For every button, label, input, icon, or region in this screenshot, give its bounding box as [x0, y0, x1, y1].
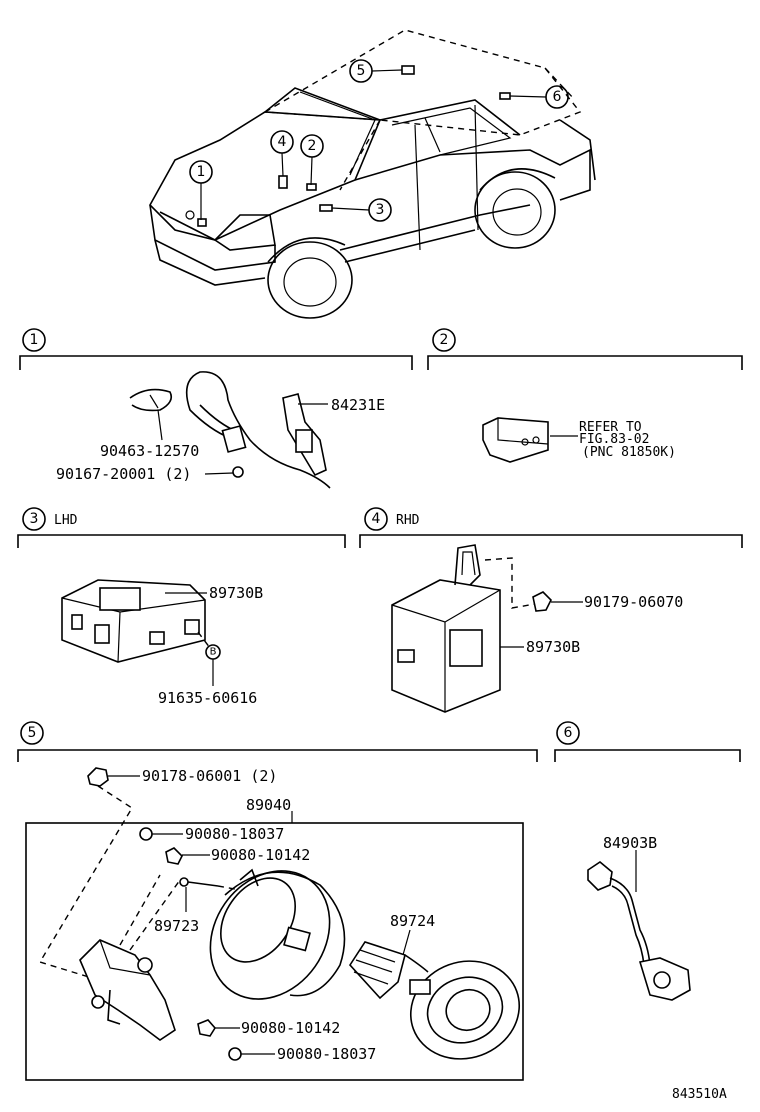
svg-text:3: 3 — [30, 511, 39, 527]
bolt-90080-18037-b — [228, 1047, 275, 1061]
part-90080-10142-b: 90080-10142 — [241, 1019, 340, 1037]
screw-89723 — [179, 877, 241, 912]
part-90179-06070: 90179-06070 — [584, 593, 683, 611]
callout-1: 1 — [189, 160, 213, 220]
part-91635-60616: 91635-60616 — [158, 689, 257, 707]
bolt-90080-18037-a — [139, 827, 183, 841]
part-84231E: 84231E — [331, 396, 385, 414]
ambient-sensor-harness — [185, 371, 331, 489]
refer-line-2: FIG.83-02 — [579, 432, 649, 447]
control-unit-rhd — [391, 544, 583, 713]
vehicle-illustration — [149, 29, 596, 319]
callout-4: 4 — [270, 130, 294, 177]
part-89724: 89724 — [390, 912, 435, 930]
control-unit-lhd: B — [61, 579, 221, 686]
part-90080-10142-a: 90080-10142 — [211, 846, 310, 864]
section-4: 4 RHD — [359, 507, 743, 548]
ignition-switch-assy — [79, 874, 181, 1041]
callout-2: 2 — [300, 134, 324, 186]
svg-text:1: 1 — [30, 332, 39, 348]
part-90167-20001: 90167-20001 (2) — [56, 465, 191, 483]
section-3: 3 LHD — [17, 507, 346, 548]
callout-6: 6 — [509, 85, 569, 109]
part-84903B: 84903B — [603, 834, 657, 852]
part-89730B-lhd: 89730B — [209, 584, 263, 602]
svg-text:4: 4 — [372, 511, 381, 527]
refer-line-3: (PNC 81850K) — [582, 445, 676, 460]
nut-90178 — [38, 767, 140, 979]
callout-3: 3 — [331, 198, 392, 222]
b-mark: B — [210, 647, 217, 658]
assembly-89040-frame — [25, 822, 524, 1081]
svg-text:2: 2 — [440, 332, 449, 348]
siren-horn-89724 — [348, 929, 521, 1060]
callout-5: 5 — [349, 59, 403, 83]
svg-text:5: 5 — [28, 725, 37, 741]
part-89723: 89723 — [154, 917, 199, 935]
svg-text:4: 4 — [278, 134, 287, 150]
part-89040: 89040 — [246, 796, 291, 814]
section-2: 2 — [427, 328, 743, 370]
svg-text:3: 3 — [376, 202, 385, 218]
section-4-tag: RHD — [396, 513, 420, 528]
section-5: 5 — [17, 721, 538, 762]
part-90178-06001: 90178-06001 (2) — [142, 767, 277, 785]
refer-line-1: REFER TO — [579, 420, 642, 435]
nut-90080-10142-a — [165, 847, 210, 865]
nut-90080-10142-b — [197, 1019, 240, 1037]
svg-text:2: 2 — [308, 138, 317, 154]
wire-harness-84903B — [587, 850, 691, 1001]
svg-text:1: 1 — [197, 164, 206, 180]
switch-part — [482, 417, 578, 463]
svg-text:5: 5 — [357, 63, 366, 79]
part-90080-18037-a: 90080-18037 — [185, 825, 284, 843]
svg-text:6: 6 — [564, 725, 573, 741]
section-3-tag: LHD — [54, 513, 78, 528]
part-90080-18037-b: 90080-18037 — [277, 1045, 376, 1063]
horn-cover-ring — [209, 868, 346, 1000]
hose-clamp-part — [129, 388, 173, 441]
part-90463-12570: 90463-12570 — [100, 442, 199, 460]
section-6: 6 — [554, 721, 741, 762]
section-1: 1 — [19, 328, 413, 370]
part-89730B-rhd: 89730B — [526, 638, 580, 656]
figure-code: 843510A — [672, 1087, 727, 1102]
svg-text:6: 6 — [553, 89, 562, 105]
